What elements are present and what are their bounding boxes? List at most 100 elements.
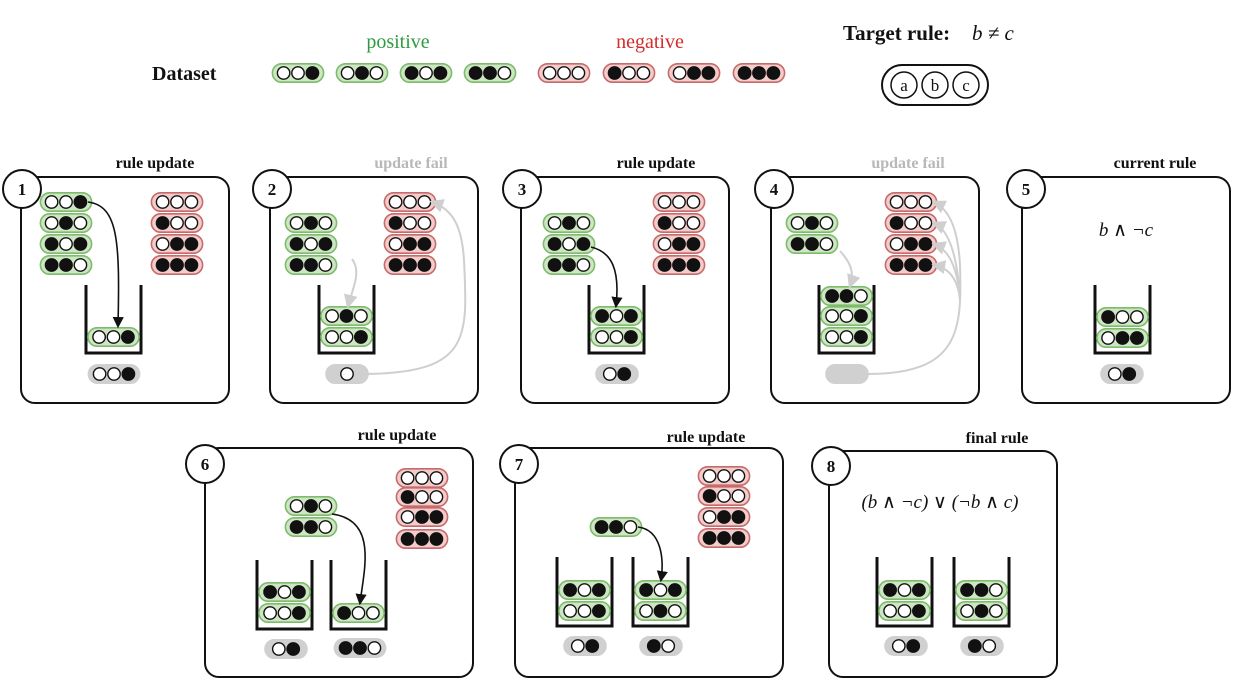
filled-dot — [304, 499, 318, 513]
bucket-item — [820, 305, 873, 326]
filled-dot — [912, 583, 926, 597]
target-rule-label: Target rule: — [843, 21, 950, 45]
empty-dot — [668, 604, 682, 618]
positive-item — [284, 255, 338, 276]
empty-dot — [989, 583, 1003, 597]
bucket-item — [87, 326, 140, 347]
empty-dot — [339, 330, 354, 344]
negative-example — [732, 62, 786, 83]
filled-dot — [702, 531, 717, 545]
filled-dot — [417, 258, 432, 272]
filled-dot — [737, 66, 752, 80]
positive-item — [39, 192, 93, 213]
empty-dot — [400, 471, 415, 485]
filled-dot — [429, 510, 444, 524]
empty-dot — [1101, 331, 1116, 345]
negative-item — [383, 234, 437, 255]
empty-dot — [184, 216, 199, 230]
panel-title: current rule — [1114, 155, 1197, 172]
bucket-item — [332, 602, 385, 623]
bucket-item — [1096, 306, 1149, 327]
empty-dot — [92, 367, 107, 381]
empty-dot — [107, 367, 121, 381]
target-rule-expression: b ≠ c — [972, 21, 1015, 45]
empty-dot — [609, 330, 624, 344]
negative-item — [150, 213, 204, 234]
bucket-item — [820, 285, 873, 306]
bucket — [317, 285, 376, 355]
bucket — [329, 560, 388, 631]
negative-example — [602, 62, 656, 83]
bucket — [555, 557, 614, 628]
filled-dot — [289, 237, 304, 251]
filled-dot — [263, 585, 277, 599]
empty-dot — [44, 195, 59, 209]
bucket — [1093, 285, 1152, 355]
empty-dot — [904, 216, 918, 230]
filled-dot — [717, 510, 731, 524]
filled-dot — [417, 237, 432, 251]
filled-dot — [562, 258, 576, 272]
empty-dot — [672, 216, 686, 230]
filled-dot — [609, 520, 623, 534]
empty-dot — [717, 469, 731, 483]
filled-dot — [906, 639, 921, 653]
negative-item — [884, 255, 938, 276]
empty-dot — [571, 66, 586, 80]
empty-dot — [989, 604, 1003, 618]
empty-dot — [672, 195, 686, 209]
positive-examples — [271, 62, 517, 83]
filled-dot — [289, 258, 304, 272]
filled-dot — [825, 289, 839, 303]
step-number-circle — [2, 169, 42, 209]
positive-item — [785, 213, 839, 234]
filled-dot — [291, 606, 306, 620]
negative-label: negative — [616, 31, 684, 53]
rule-pill — [595, 363, 639, 384]
negative-item — [395, 486, 449, 507]
bucket-item — [634, 600, 687, 621]
filled-dot — [44, 237, 59, 251]
bucket — [817, 285, 876, 355]
step-number: 7 — [515, 455, 524, 474]
filled-dot — [184, 237, 199, 251]
step-number: 6 — [201, 455, 210, 474]
empty-dot — [657, 237, 672, 251]
filled-dot — [967, 639, 982, 653]
filled-dot — [904, 237, 918, 251]
empty-dot — [403, 216, 417, 230]
filled-dot — [790, 237, 805, 251]
filled-dot — [912, 604, 926, 618]
filled-dot — [904, 258, 918, 272]
filled-dot — [576, 237, 591, 251]
negative-item — [652, 192, 706, 213]
filled-dot — [1130, 331, 1144, 345]
filled-dot — [657, 258, 672, 272]
filled-dot — [318, 237, 333, 251]
empty-dot — [960, 604, 974, 618]
filled-dot — [155, 216, 170, 230]
step-number-circle — [252, 169, 292, 209]
empty-dot — [839, 330, 854, 344]
bucket-item — [558, 579, 611, 600]
variable-name: c — [962, 76, 970, 95]
filled-dot — [883, 583, 897, 597]
rule-formula: b ∧ ¬c — [1099, 220, 1154, 241]
filled-dot — [563, 583, 577, 597]
positive-item — [542, 234, 596, 255]
filled-dot — [717, 531, 731, 545]
step-number-circle — [185, 444, 225, 484]
filled-dot — [731, 531, 746, 545]
bucket-item — [955, 600, 1008, 621]
filled-dot — [59, 258, 73, 272]
filled-dot — [337, 606, 351, 620]
empty-dot — [417, 216, 432, 230]
panel-frame — [1021, 176, 1231, 404]
filled-dot — [403, 237, 417, 251]
filled-dot — [686, 258, 701, 272]
filled-dot — [170, 258, 184, 272]
empty-dot — [577, 604, 592, 618]
filled-dot — [1115, 331, 1130, 345]
positive-example — [463, 62, 517, 83]
